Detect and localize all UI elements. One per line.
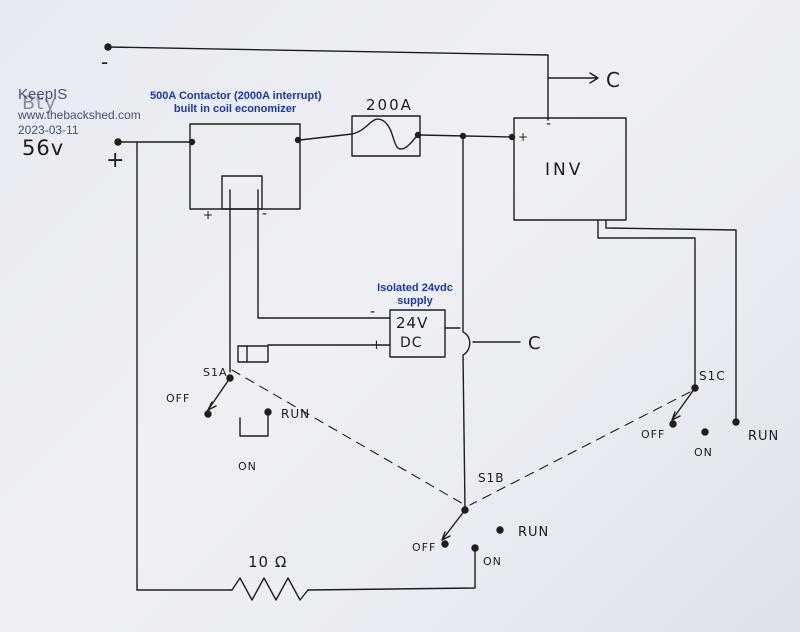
s1c-off-contact (669, 420, 677, 428)
s1c-off-label: OFF (641, 428, 666, 441)
battery-positive-sign: + (106, 148, 126, 173)
s1c-on-label: ON (694, 446, 713, 459)
resistor-label: 10 Ω (248, 553, 288, 571)
resistor-zigzag (231, 577, 309, 601)
s1c-label: S1C (699, 369, 726, 383)
common-arrow-top (547, 72, 599, 84)
ganged-link-a (231, 369, 466, 506)
battery-negative-sign: - (101, 50, 110, 74)
contactor-box (189, 123, 301, 210)
s1b-label: S1B (478, 471, 505, 485)
s1a-lever (207, 377, 231, 411)
s1b-on-label: ON (483, 555, 502, 568)
common-top-label: C (606, 68, 621, 92)
coil-wire-minus (257, 189, 391, 319)
supply-voltage: 24V (396, 314, 429, 332)
supply-positive-sign: + (371, 338, 383, 353)
watermark-author: KeepIS (18, 86, 68, 103)
negative-terminal-dot (104, 43, 112, 51)
s1b-run-label: RUN (518, 525, 550, 540)
resistor-return-wire (136, 141, 233, 591)
inverter-lead-b (605, 219, 737, 421)
contactor-label: 500A Contactor (2000A interrupt) built i… (150, 90, 322, 116)
s1a-run-label: RUN (281, 407, 311, 421)
s1c-run-label: RUN (748, 429, 780, 444)
negative-bus-wire (107, 46, 549, 121)
battery-voltage: 56v (22, 136, 65, 160)
s1a-run-loop (239, 411, 269, 437)
watermark-date: 2023-03-11 (18, 123, 79, 137)
supply-subtitle: supply (397, 295, 433, 307)
contactor-subtitle: built in coil economizer (173, 103, 297, 115)
s1a-on-label: ON (238, 460, 257, 473)
main-to-s1b-wire (462, 135, 471, 509)
contactor-to-fuse-wire (299, 133, 353, 141)
watermark-site: www.thebackshed.com (18, 108, 141, 122)
supply-title: Isolated 24vdc (377, 282, 453, 294)
s1a-contact-block (237, 345, 269, 363)
resistor-to-s1b-wire (307, 549, 476, 591)
supply-box (389, 309, 446, 358)
inverter-label: INV (545, 160, 584, 180)
ganged-link-c (469, 391, 691, 506)
contactor-coil-box (221, 175, 263, 210)
fuse-to-inverter-wire (419, 134, 515, 138)
inverter-positive-sign: + (518, 130, 530, 144)
s1b-off-contact (441, 540, 449, 548)
contactor-title: 500A Contactor (2000A interrupt) (150, 90, 322, 102)
battery-name: Bty (22, 92, 57, 114)
supply-type: DC (400, 335, 423, 351)
common-mid-label: C (528, 333, 542, 354)
inverter-lead-a (597, 219, 696, 386)
s1c-run-contact (732, 418, 740, 426)
inverter-negative-sign: - (546, 116, 553, 132)
s1b-off-label: OFF (412, 541, 437, 554)
s1b-lever (441, 509, 466, 541)
contactor-coil-minus: - (262, 206, 269, 222)
fuse-box (351, 115, 421, 157)
supply-negative-sign: - (370, 304, 377, 320)
inverter-box (513, 117, 627, 221)
fuse-element (351, 118, 421, 150)
s1a-label: S1A (203, 366, 228, 379)
s1b-run-contact (496, 526, 504, 534)
s1c-on-contact (701, 428, 709, 436)
supply-output-wire (444, 327, 521, 343)
supply-label: Isolated 24vdc supply (365, 282, 465, 308)
s1c-lever (671, 387, 696, 421)
contactor-coil-plus: + (203, 208, 215, 222)
fuse-rating: 200A (366, 96, 413, 114)
s1a-off-contact (204, 410, 212, 418)
s1a-off-label: OFF (166, 392, 191, 405)
